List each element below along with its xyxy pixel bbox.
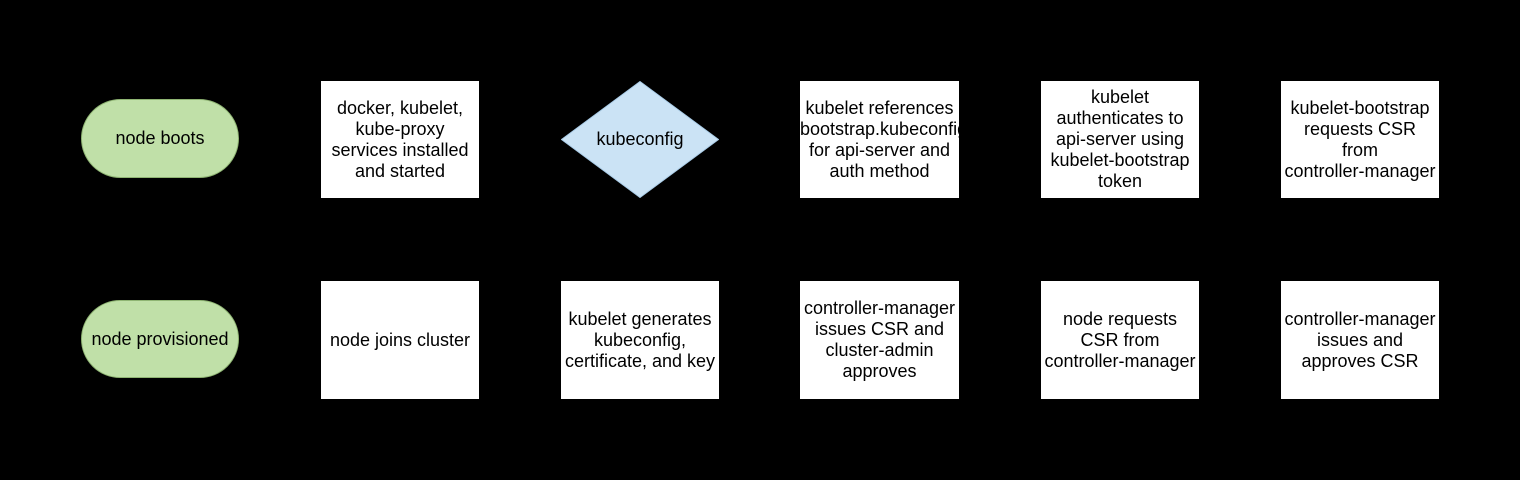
process-kubelet-authenticates-label: kubelet authenticates to api-server usin… [1050,87,1190,191]
process-services-installed-label: docker, kubelet, kube-proxy services ins… [331,97,469,181]
process-controller-manager-issues-csr-cluster-admin-label: controller-manager issues CSR and cluste… [803,298,956,381]
process-node-joins-cluster-label: node joins cluster [329,329,471,350]
terminator-node-boots: node boots [81,99,239,178]
process-kubelet-generates-kubeconfig-label: kubelet generates kubeconfig, certificat… [564,308,716,371]
process-kubelet-bootstrap-requests-csr-label: kubelet-bootstrap requests CSR from cont… [1284,97,1436,181]
process-kubelet-bootstrap-requests-csr: kubelet-bootstrap requests CSR from cont… [1281,81,1439,198]
process-kubelet-authenticates: kubelet authenticates to api-server usin… [1041,81,1199,198]
process-services-installed: docker, kubelet, kube-proxy services ins… [321,81,479,198]
diamond-shape-icon [561,81,719,198]
decision-kubeconfig-label: kubeconfig [596,129,684,149]
process-kubelet-references-label: kubelet references bootstrap.kubeconfig … [800,97,968,181]
process-controller-manager-issues-approves-csr: controller-manager issues and approves C… [1281,281,1439,399]
process-kubelet-references-bootstrap-kubeconfig: kubelet references bootstrap.kubeconfig … [800,81,968,198]
terminator-node-boots-label: node boots [115,128,205,148]
process-kubelet-generates-kubeconfig: kubelet generates kubeconfig, certificat… [561,281,719,399]
process-controller-manager-issues-approves-csr-label: controller-manager issues and approves C… [1284,308,1436,371]
process-node-joins-cluster: node joins cluster [321,281,479,399]
decision-kubeconfig: kubeconfig [561,81,719,198]
terminator-node-provisioned-label: node provisioned [91,328,229,349]
process-node-requests-csr-label: node requests CSR from controller-manage… [1044,308,1196,371]
process-controller-manager-issues-csr-cluster-admin: controller-manager issues CSR and cluste… [800,281,959,399]
terminator-node-provisioned: node provisioned [81,300,239,378]
process-node-requests-csr: node requests CSR from controller-manage… [1041,281,1199,399]
